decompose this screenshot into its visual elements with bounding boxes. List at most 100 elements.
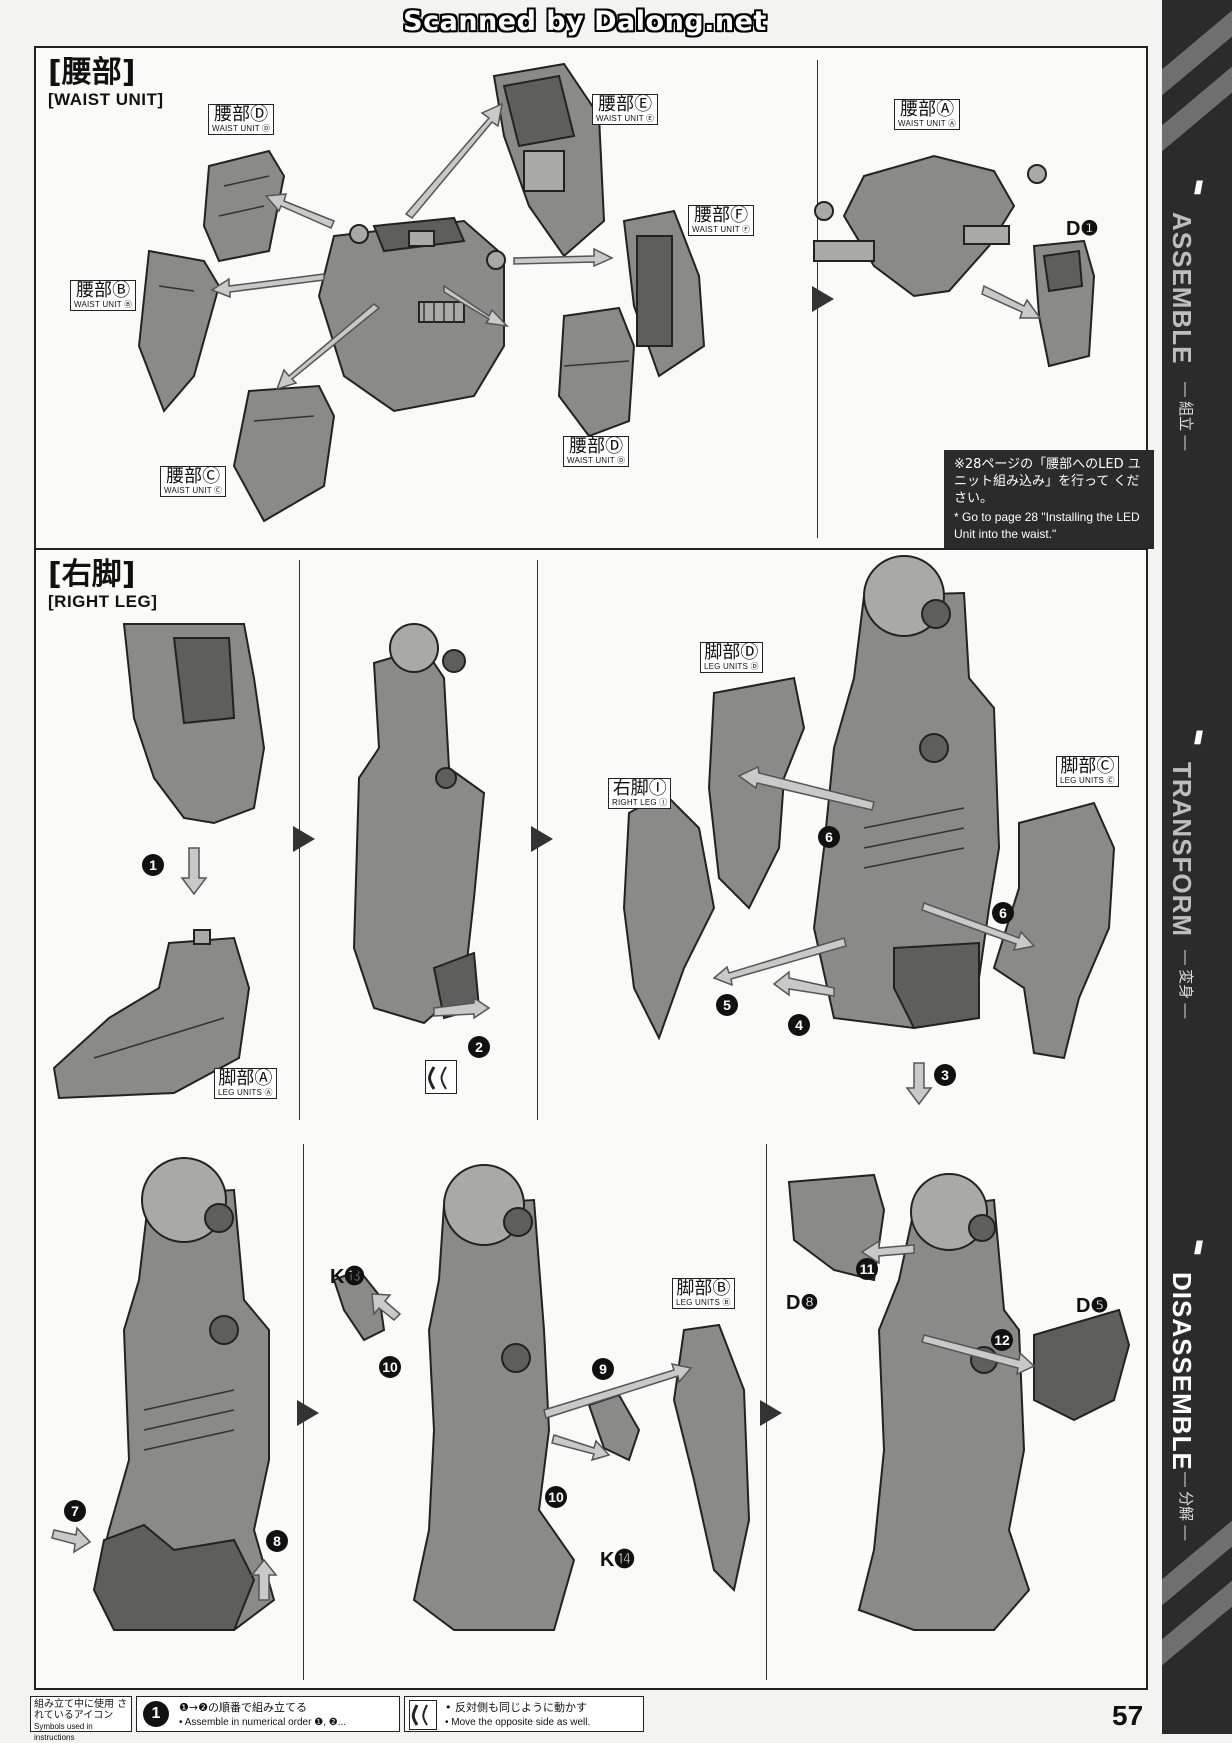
label-waist-d-top: 腰部Ⓓ WAIST UNIT Ⓓ (208, 104, 275, 135)
waist-part-c (232, 384, 336, 523)
waist-assembled-a (813, 154, 1096, 368)
note-en: * Go to page 28 "Installing the LED Unit… (954, 510, 1140, 541)
scanner-watermark: Scanned by Dalong.net (403, 6, 767, 37)
label-jp: 腰部Ⓕ (694, 205, 749, 226)
step-badge: 10 (379, 1356, 401, 1378)
waist-title-en: [WAIST UNIT] (48, 90, 164, 109)
sidebar-disassemble-jp: — 分解 — (1177, 1472, 1194, 1541)
label-en: WAIST UNIT Ⓔ (596, 114, 655, 123)
label-en: WAIST UNIT Ⓓ (212, 124, 271, 133)
step-badge: 7 (64, 1500, 86, 1522)
label-jp: 腰部Ⓓ (569, 436, 624, 457)
page-number: 57 (1112, 1700, 1144, 1731)
step-badge: 9 (592, 1358, 614, 1380)
part-label-d8: D❽ (786, 1292, 819, 1314)
waist-title-jp: [腰部] (48, 55, 136, 90)
label-en: WAIST UNIT Ⓓ (567, 456, 626, 465)
step-badge: 12 (991, 1329, 1013, 1351)
step-badge: 5 (716, 994, 738, 1016)
disassemble-diagram (51, 1157, 1131, 1632)
label-jp: 腰部Ⓔ (598, 94, 653, 115)
step-badge: 1 (142, 854, 164, 876)
step-badge: 10 (545, 1486, 567, 1508)
step-badge: 6 (818, 826, 840, 848)
numerical-jp: ❶→❷の順番で組み立てる (179, 1701, 307, 1714)
leg-part-d (707, 676, 806, 910)
step-arrow-icon (297, 1400, 319, 1426)
label-jp: 脚部Ⓑ (676, 1278, 731, 1299)
numerical-order-indicator: 1 ❶→❷の順番で組み立てる • Assemble in numerical o… (136, 1696, 400, 1732)
opposite-side-indicator: • 反対側も同じように動かす • Move the opposite side … (404, 1696, 644, 1732)
step-badge: 11 (856, 1258, 878, 1280)
label-en: LEG UNITS Ⓑ (676, 1298, 731, 1307)
label-en: WAIST UNIT Ⓐ (898, 119, 957, 128)
waist-arrows (210, 102, 614, 391)
right-leg-title-en: [RIGHT LEG] (48, 592, 158, 611)
move-opposite-icon (409, 1700, 437, 1730)
waist-core-part (317, 216, 506, 413)
label-waist-d-bottom: 腰部Ⓓ WAIST UNIT Ⓓ (563, 436, 630, 467)
right-leg-title-jp: [右脚] (48, 557, 136, 592)
step-number-icon: 1 (143, 1701, 169, 1727)
label-leg-d: 脚部Ⓓ LEG UNITS Ⓓ (700, 642, 763, 673)
label-leg-a: 脚部Ⓐ LEG UNITS Ⓐ (214, 1068, 277, 1099)
sidebar-transform-jp: — 変身 — (1177, 950, 1194, 1019)
label-waist-c: 腰部Ⓒ WAIST UNIT Ⓒ (160, 466, 227, 497)
step-badge: 3 (934, 1064, 956, 1086)
label-jp: 腰部Ⓐ (900, 99, 955, 120)
leg-core-step3 (812, 555, 1001, 1030)
leg-middle-assembled (332, 1164, 751, 1631)
step-badge: 6 (992, 902, 1014, 924)
label-waist-b: 腰部Ⓑ WAIST UNIT Ⓑ (70, 280, 137, 311)
slash-icon: /// (1193, 178, 1203, 198)
label-en: LEG UNITS Ⓒ (1060, 776, 1115, 785)
waist-section-title: [腰部] [WAIST UNIT] (48, 56, 164, 110)
right-leg-section-title: [右脚] [RIGHT LEG] (48, 558, 157, 612)
note-jp: ※28ページの「腰部へのLED ユニット組み込み」を行って ください。 (954, 457, 1141, 506)
label-waist-f: 腰部Ⓕ WAIST UNIT Ⓕ (688, 205, 755, 236)
label-jp: 腰部Ⓑ (76, 280, 131, 301)
symbols-box-en: Symbols used in instructions (34, 1722, 93, 1742)
label-waist-a: 腰部Ⓐ WAIST UNIT Ⓐ (894, 99, 961, 130)
step-badge: 4 (788, 1014, 810, 1036)
label-jp: 腰部Ⓒ (166, 466, 221, 487)
label-leg-b: 脚部Ⓑ LEG UNITS Ⓑ (672, 1278, 735, 1309)
part-label-k14: K⓮ (600, 1549, 635, 1571)
symbols-box: 組み立て中に使用 されているアイコン Symbols used in instr… (30, 1696, 132, 1742)
label-jp: 脚部Ⓐ (218, 1068, 273, 1089)
leg-assembled-step2 (352, 623, 486, 1025)
label-leg-c: 脚部Ⓒ LEG UNITS Ⓒ (1056, 756, 1119, 787)
opposite-en: • Move the opposite side as well. (445, 1717, 591, 1728)
sidebar: /// ASSEMBLE — 組立 — /// TRANSFORM — 変身 —… (1162, 0, 1232, 1734)
waist-part-d-top (202, 149, 286, 263)
sidebar-transform: TRANSFORM (1167, 762, 1197, 938)
label-jp: 右脚Ⓘ (612, 778, 667, 799)
part-label-k13: K⓭ (330, 1266, 365, 1288)
numerical-en: • Assemble in numerical order ❶, ❷... (179, 1717, 347, 1728)
right-leg-diagram (52, 555, 1116, 1106)
sidebar-disassemble: DISASSEMBLE (1167, 1272, 1197, 1471)
label-en: WAIST UNIT Ⓑ (74, 300, 133, 309)
label-en: LEG UNITS Ⓓ (704, 662, 759, 671)
step-badge: 8 (266, 1530, 288, 1552)
waist-part-d-bottom (557, 306, 636, 438)
leg-right-disassemble (787, 1173, 1131, 1631)
waist-part-b (137, 249, 221, 413)
footer-symbols: 組み立て中に使用 されているアイコン Symbols used in instr… (30, 1696, 1140, 1742)
waist-diagram (137, 62, 1096, 523)
part-label-d5: D❺ (1076, 1295, 1109, 1317)
leg-left-assembled (92, 1157, 276, 1632)
step-arrow-icon (531, 826, 553, 852)
step-arrow-icon (760, 1400, 782, 1426)
step-arrow-icon (812, 286, 834, 312)
leg-part-c (992, 801, 1116, 1060)
label-en: LEG UNITS Ⓐ (218, 1088, 273, 1097)
label-en: WAIST UNIT Ⓒ (164, 486, 223, 495)
move-opposite-icon (425, 1060, 457, 1094)
label-waist-e: 腰部Ⓔ WAIST UNIT Ⓔ (592, 94, 659, 125)
led-note-box: ※28ページの「腰部へのLED ユニット組み込み」を行って ください。 * Go… (944, 450, 1154, 549)
right-leg-part-i (622, 791, 716, 1041)
slash-icon: /// (1193, 1238, 1203, 1258)
label-right-leg-i: 右脚Ⓘ RIGHT LEG Ⓘ (608, 778, 672, 809)
step-badge: 2 (468, 1036, 490, 1058)
